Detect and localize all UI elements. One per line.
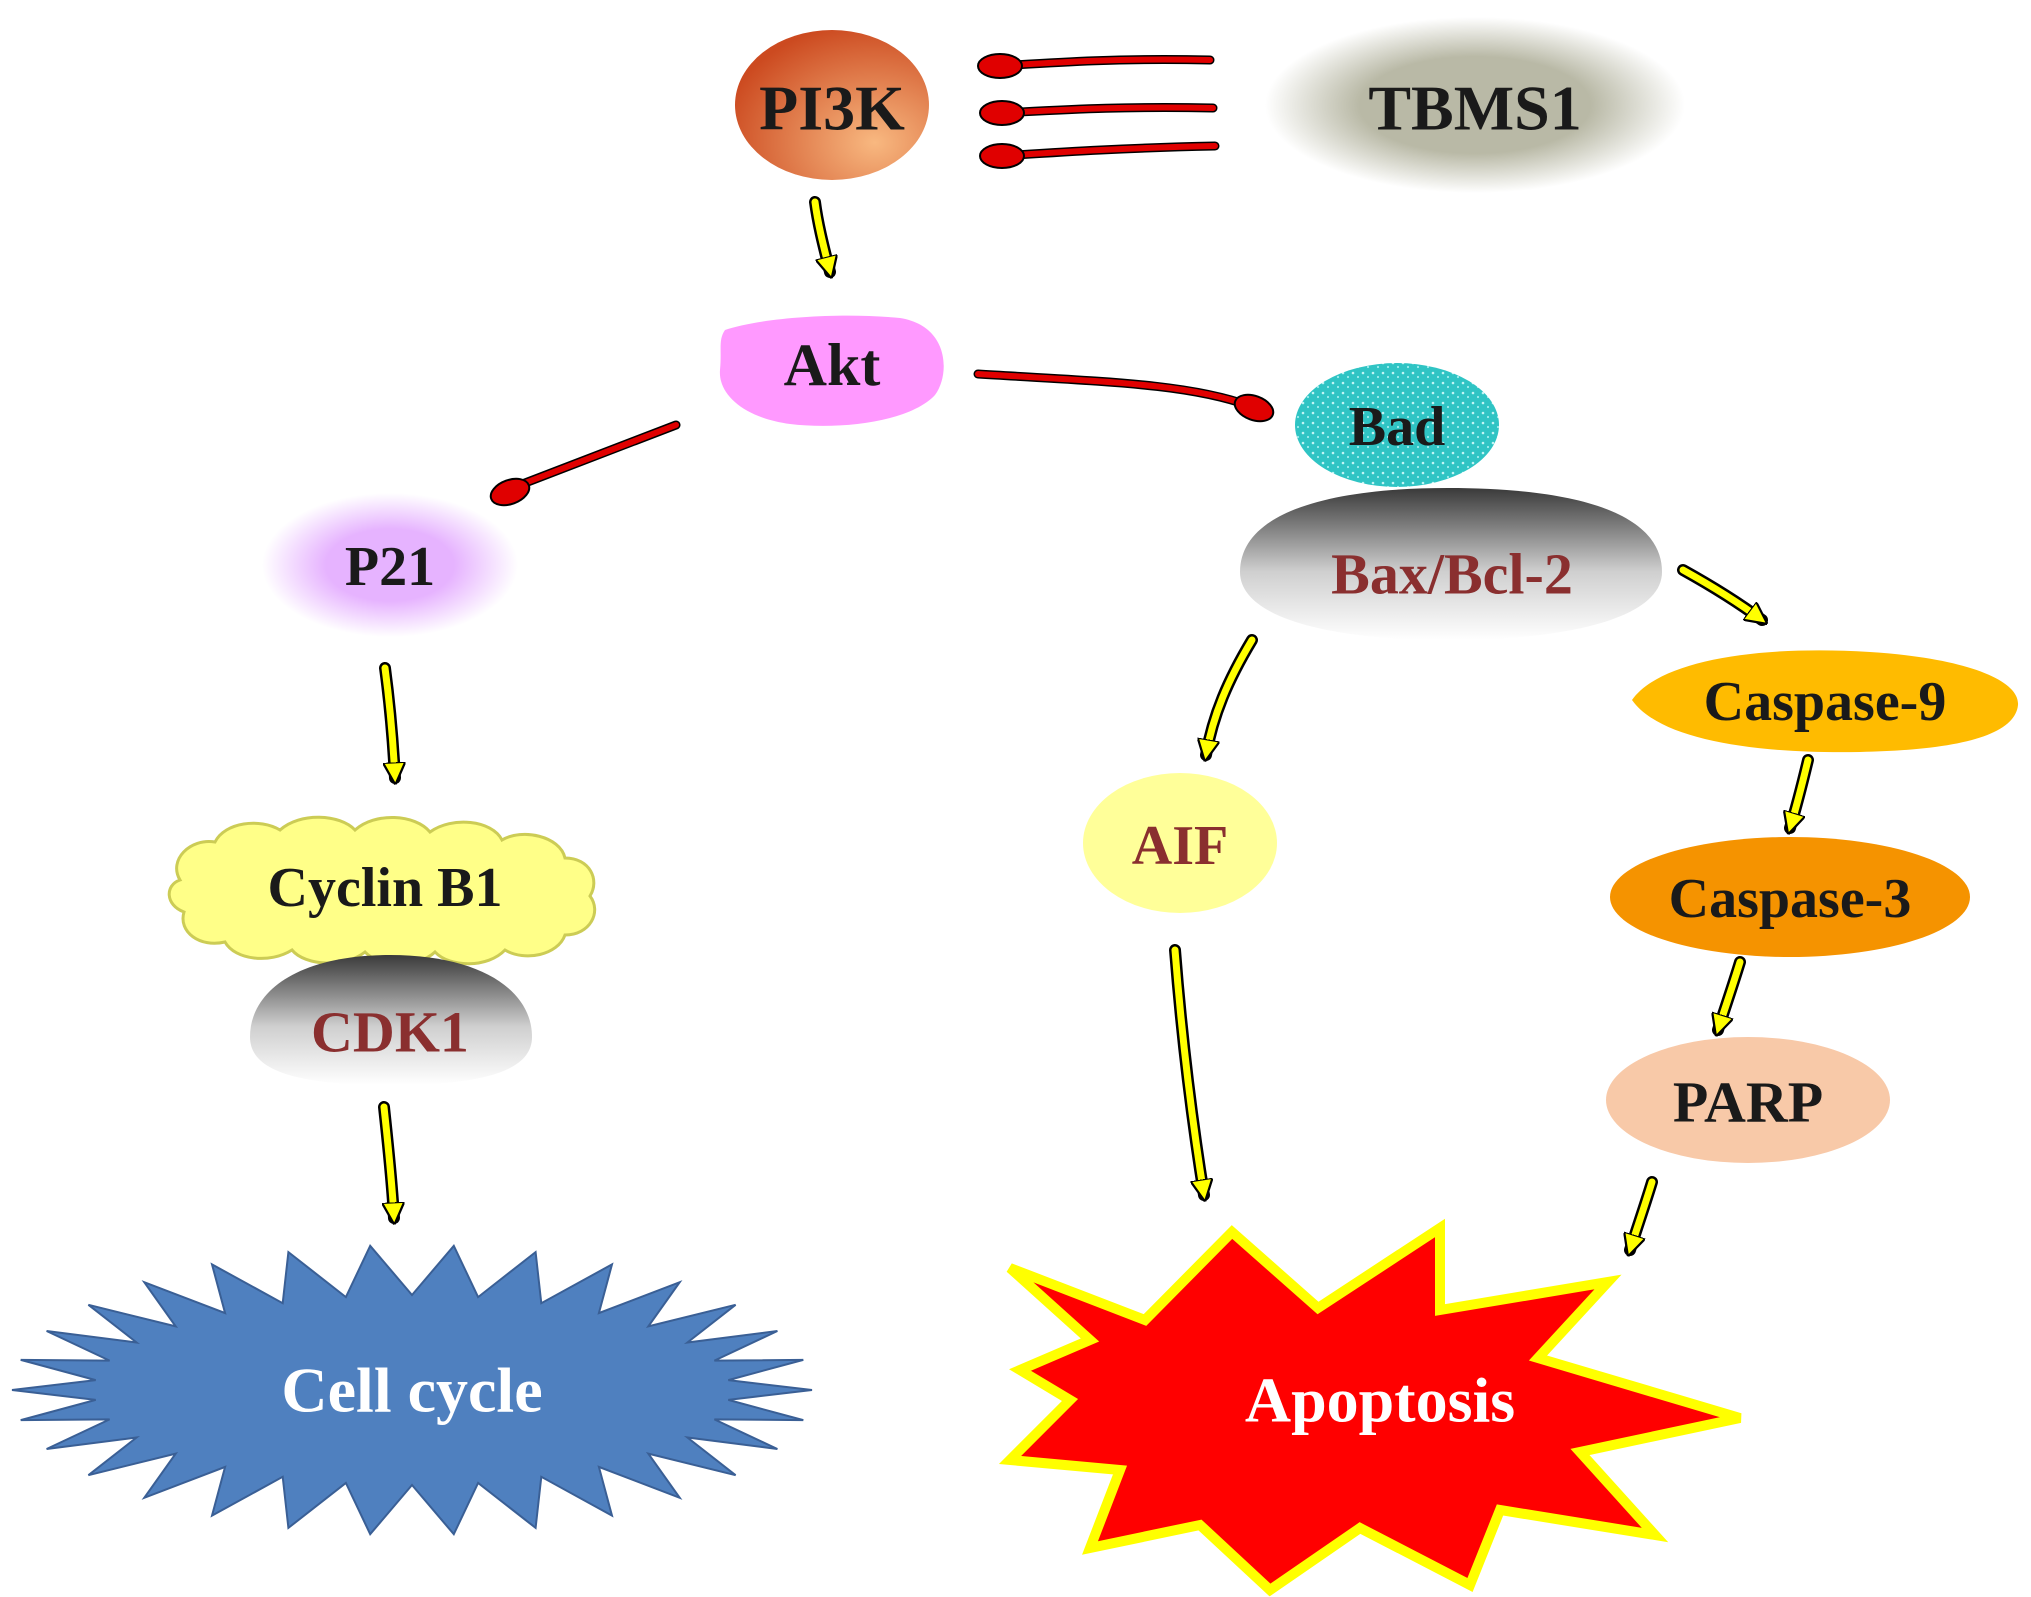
activation-arrows bbox=[378, 196, 1814, 1250]
arrow-p21-cyclin bbox=[379, 662, 395, 778]
inhibition-akt-bad bbox=[973, 369, 1275, 423]
arrow-aif-apoptosis bbox=[1169, 944, 1204, 1195]
node-pi3k-label: PI3K bbox=[759, 73, 905, 144]
node-cyclin-b1-label: Cyclin B1 bbox=[268, 857, 503, 919]
node-bad: Bad bbox=[1295, 363, 1499, 487]
node-caspase3-label: Caspase-3 bbox=[1669, 868, 1912, 930]
inhibition-akt-p21 bbox=[489, 420, 681, 507]
node-p21-label: P21 bbox=[345, 536, 435, 598]
arrow-parp-apoptosis bbox=[1630, 1176, 1658, 1250]
arrow-caspase9-caspase3 bbox=[1790, 754, 1814, 828]
arrow-caspase3-parp bbox=[1718, 956, 1746, 1030]
inhibition-tbms1-pi3k-3 bbox=[979, 141, 1220, 169]
node-bax-bcl2-label: Bax/Bcl-2 bbox=[1331, 542, 1573, 607]
node-cdk1: CDK1 bbox=[250, 955, 532, 1085]
arrow-cdk1-cellcycle bbox=[378, 1101, 394, 1218]
inhibition-tbms1-pi3k-1 bbox=[977, 53, 1215, 79]
node-akt: Akt bbox=[719, 315, 944, 426]
outcome-apoptosis: Apoptosis bbox=[998, 1218, 1742, 1597]
node-parp-label: PARP bbox=[1673, 1070, 1823, 1135]
arrow-pi3k-akt bbox=[809, 196, 830, 272]
node-cdk1-label: CDK1 bbox=[311, 1000, 469, 1065]
inhibition-tbms1-pi3k-2 bbox=[979, 100, 1218, 126]
node-tbms1: TBMS1 bbox=[1265, 17, 1685, 193]
outcome-apoptosis-label: Apoptosis bbox=[1245, 1365, 1515, 1436]
node-bad-label: Bad bbox=[1349, 396, 1446, 458]
inhibition-links bbox=[489, 53, 1275, 507]
node-caspase9: Caspase-9 bbox=[1632, 650, 2019, 753]
node-aif-label: AIF bbox=[1132, 815, 1228, 877]
node-p21: P21 bbox=[262, 493, 518, 637]
arrow-bax-aif bbox=[1206, 634, 1258, 755]
node-akt-label: Akt bbox=[784, 332, 881, 398]
node-aif: AIF bbox=[1083, 773, 1277, 913]
node-bax-bcl2: Bax/Bcl-2 bbox=[1240, 488, 1662, 640]
node-tbms1-label: TBMS1 bbox=[1368, 73, 1581, 144]
node-parp: PARP bbox=[1606, 1037, 1890, 1163]
node-pi3k: PI3K bbox=[735, 30, 929, 180]
node-caspase9-label: Caspase-9 bbox=[1704, 671, 1947, 733]
node-cyclin-b1: Cyclin B1 bbox=[167, 815, 597, 966]
arrow-bax-caspase9 bbox=[1677, 564, 1762, 626]
outcome-cell-cycle: Cell cycle bbox=[11, 1243, 813, 1537]
outcome-cell-cycle-label: Cell cycle bbox=[281, 1355, 542, 1426]
node-caspase3: Caspase-3 bbox=[1610, 837, 1970, 957]
